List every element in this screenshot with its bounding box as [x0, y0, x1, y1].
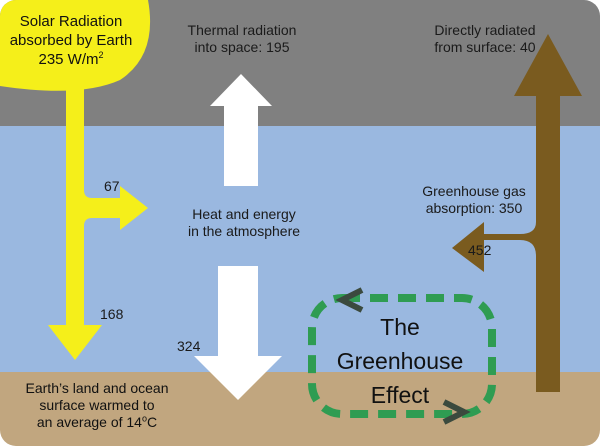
- earth-label-line3: an average of 14oC: [4, 414, 190, 431]
- earth-label-line1: Earth’s land and ocean: [25, 380, 169, 396]
- solar-value: 235 W/m: [38, 51, 99, 68]
- solar-label-line1: Solar Radiation: [19, 13, 123, 30]
- direct-label-line1: Directly radiated: [434, 22, 536, 38]
- heat-down-arrow-icon: [194, 266, 282, 400]
- surface-up-arrow-icon: [452, 34, 582, 392]
- chevron-right-icon: [442, 399, 471, 425]
- value-452-label: 452: [468, 242, 492, 258]
- thermal-up-arrow-icon: [210, 74, 272, 186]
- ground-band: [0, 372, 600, 446]
- effect-line1: The: [380, 314, 420, 340]
- greenhouse-effect-title: The Greenhouse Effect: [330, 310, 470, 412]
- solar-arrow-icon: [48, 85, 148, 360]
- effect-line3: Effect: [370, 382, 430, 408]
- solar-radiation-label: Solar Radiation absorbed by Earth 235 W/…: [8, 12, 134, 69]
- thermal-radiation-label: Thermal radiation into space: 195: [168, 22, 316, 56]
- chevron-left-icon: [335, 287, 364, 313]
- ghg-label-line2: absorption: 350: [425, 200, 523, 216]
- direct-radiation-label: Directly radiated from surface: 40: [415, 22, 555, 56]
- greenhouse-gas-label: Greenhouse gas absorption: 350: [398, 183, 550, 217]
- thermal-label-line1: Thermal radiation: [187, 22, 297, 38]
- value-168-label: 168: [100, 306, 124, 322]
- degree-symbol: o: [141, 413, 147, 424]
- sun-shape: [0, 0, 151, 91]
- value-324-label: 324: [177, 338, 201, 354]
- celsius-unit: C: [146, 414, 158, 430]
- greenhouse-cycle-icon: [308, 294, 496, 418]
- heat-label-line1: Heat and energy: [192, 206, 296, 222]
- earth-temp-text: an average of 14: [36, 414, 142, 430]
- heat-energy-label: Heat and energy in the atmosphere: [170, 206, 318, 240]
- solar-unit-exponent: 2: [98, 50, 104, 60]
- value-67-label: 67: [104, 178, 120, 194]
- earth-surface-label: Earth’s land and ocean surface warmed to…: [4, 380, 190, 431]
- direct-label-line2: from surface: 40: [434, 39, 536, 55]
- solar-label-line2: absorbed by Earth: [9, 32, 133, 49]
- atmosphere-band: [0, 126, 600, 372]
- ghg-label-line1: Greenhouse gas: [422, 183, 526, 199]
- solar-label-line3: 235 W/m2: [8, 50, 134, 69]
- heat-label-line2: in the atmosphere: [187, 223, 301, 239]
- effect-line2: Greenhouse: [336, 348, 464, 374]
- earth-label-line2: surface warmed to: [39, 397, 155, 413]
- thermal-label-line2: into space: 195: [194, 39, 290, 55]
